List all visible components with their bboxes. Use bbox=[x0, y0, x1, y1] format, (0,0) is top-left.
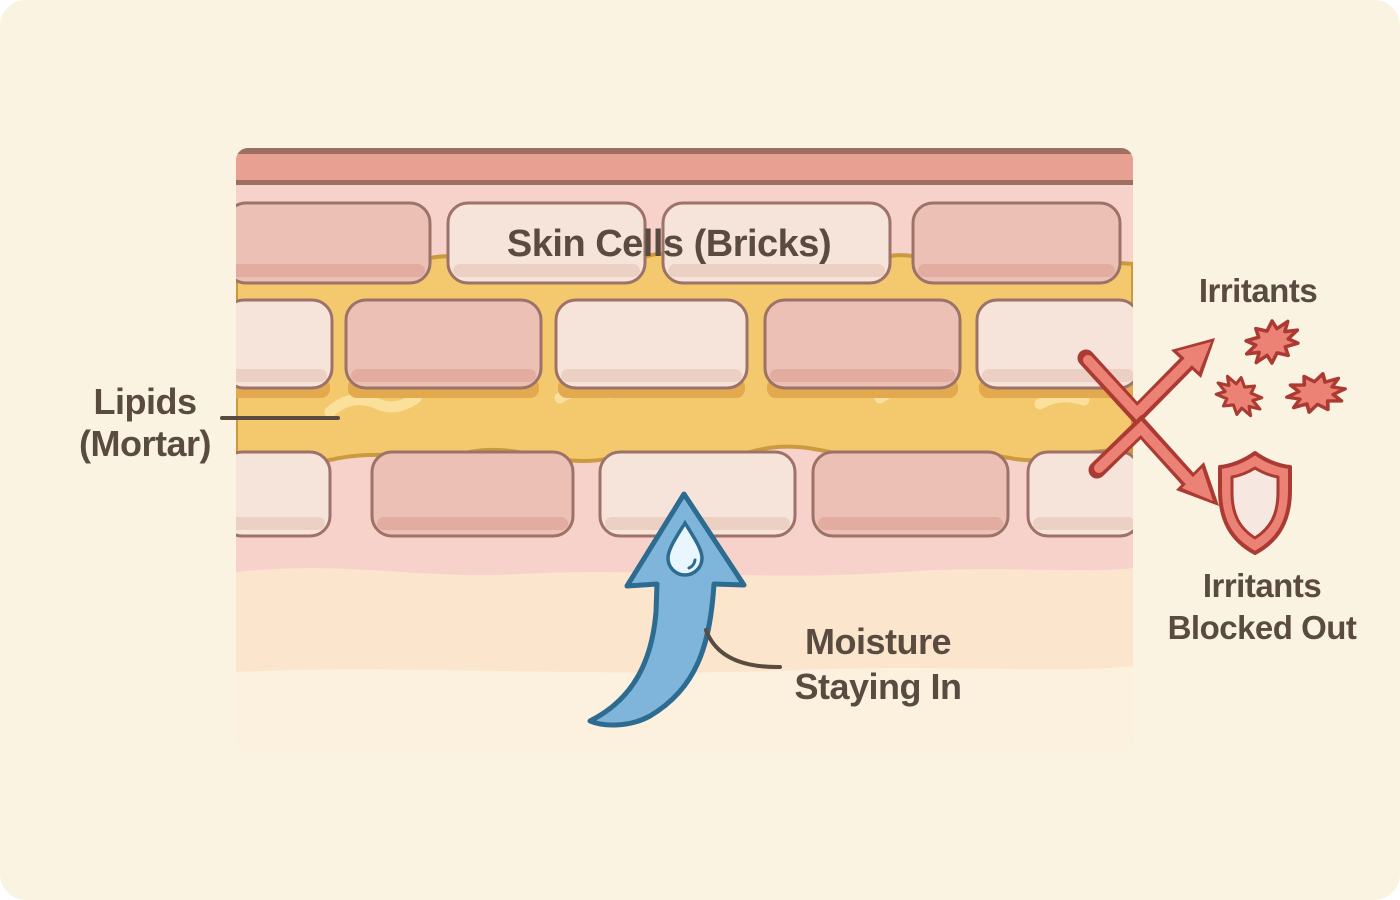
brick-shadow bbox=[818, 517, 1003, 530]
brick-shadow bbox=[668, 264, 885, 277]
irritant-particle-icon bbox=[1207, 367, 1271, 425]
brick-row-top bbox=[236, 201, 1122, 285]
lipids-label-line1: Lipids bbox=[93, 381, 198, 422]
irritants-label: Irritants bbox=[1198, 272, 1318, 309]
brick-shadow bbox=[453, 264, 640, 277]
skin-cross-section bbox=[236, 148, 1133, 750]
brick-shadow bbox=[236, 369, 327, 382]
skin-cell-brick bbox=[370, 450, 575, 538]
lipids-label-line2: (Mortar) bbox=[79, 423, 211, 464]
brick-shadow bbox=[351, 369, 536, 382]
moisture-label-line2: Staying In bbox=[794, 666, 962, 707]
moisture-label-line1: Moisture bbox=[804, 621, 952, 662]
lipid-highlight-squiggle bbox=[324, 392, 422, 418]
irritants-blocked-label: Irritants Blocked Out bbox=[1122, 565, 1400, 649]
irritant-particles bbox=[1207, 311, 1350, 425]
skin-cell-brick bbox=[661, 201, 892, 285]
brick-shadow bbox=[770, 369, 955, 382]
deflect-arrow-down-icon bbox=[1088, 414, 1219, 506]
brick-shadow bbox=[236, 517, 325, 530]
skin-cell-brick bbox=[911, 201, 1122, 285]
irritant-particle-icon bbox=[1236, 311, 1308, 373]
lipids-label: Lipids (Mortar) bbox=[35, 381, 255, 465]
moisture-pointer-line bbox=[704, 628, 782, 670]
moisture-label: Moisture Staying In bbox=[758, 619, 998, 709]
curved-up-arrow-icon bbox=[587, 491, 747, 728]
shield-icon bbox=[1218, 451, 1292, 555]
surface-line-bottom bbox=[236, 180, 1133, 185]
skin-cell-brick bbox=[446, 201, 647, 285]
skin-cell-brick bbox=[344, 298, 543, 390]
moisture-arrow bbox=[587, 491, 747, 728]
brick-shadow bbox=[561, 369, 742, 382]
irritants-blocked-line1: Irritants bbox=[1202, 567, 1322, 604]
skin-cell-brick bbox=[1026, 450, 1133, 538]
brick-shadow bbox=[236, 264, 425, 277]
irritant-particle-icon bbox=[1282, 369, 1350, 417]
brick-row-middle bbox=[236, 298, 1133, 390]
brick-shadow bbox=[1033, 517, 1133, 530]
deflect-arrow-up-icon bbox=[1077, 338, 1215, 427]
skin-cell-brick bbox=[236, 450, 332, 538]
brick-shadow bbox=[918, 264, 1115, 277]
surface-line-top bbox=[236, 148, 1133, 154]
stratum-corneum-band bbox=[236, 154, 1133, 180]
brick-shadow bbox=[377, 517, 568, 530]
skin-cell-brick bbox=[236, 298, 334, 390]
brick-row-bottom bbox=[236, 450, 1133, 538]
irritants-blocked-line2: Blocked Out bbox=[1167, 609, 1357, 646]
skin-cell-brick bbox=[811, 450, 1010, 538]
skin-cell-brick bbox=[554, 298, 749, 390]
skin-cell-brick bbox=[763, 298, 962, 390]
droplet-shine bbox=[687, 558, 697, 570]
skin-cells-label: Skin Cells (Bricks) bbox=[506, 223, 832, 265]
skin-cell-brick bbox=[236, 201, 432, 285]
lower-skin-layer-light bbox=[236, 666, 1133, 750]
